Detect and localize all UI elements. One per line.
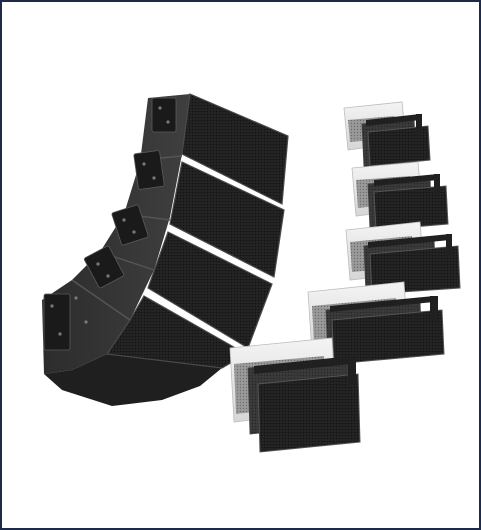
line-array-speaker [42,93,289,406]
speaker-unit-5 [229,337,361,453]
speaker-unit-3 [345,221,461,295]
speaker-unit-1 [343,101,431,169]
speaker-unit-4 [307,281,445,365]
speaker-unit-2 [351,161,449,231]
